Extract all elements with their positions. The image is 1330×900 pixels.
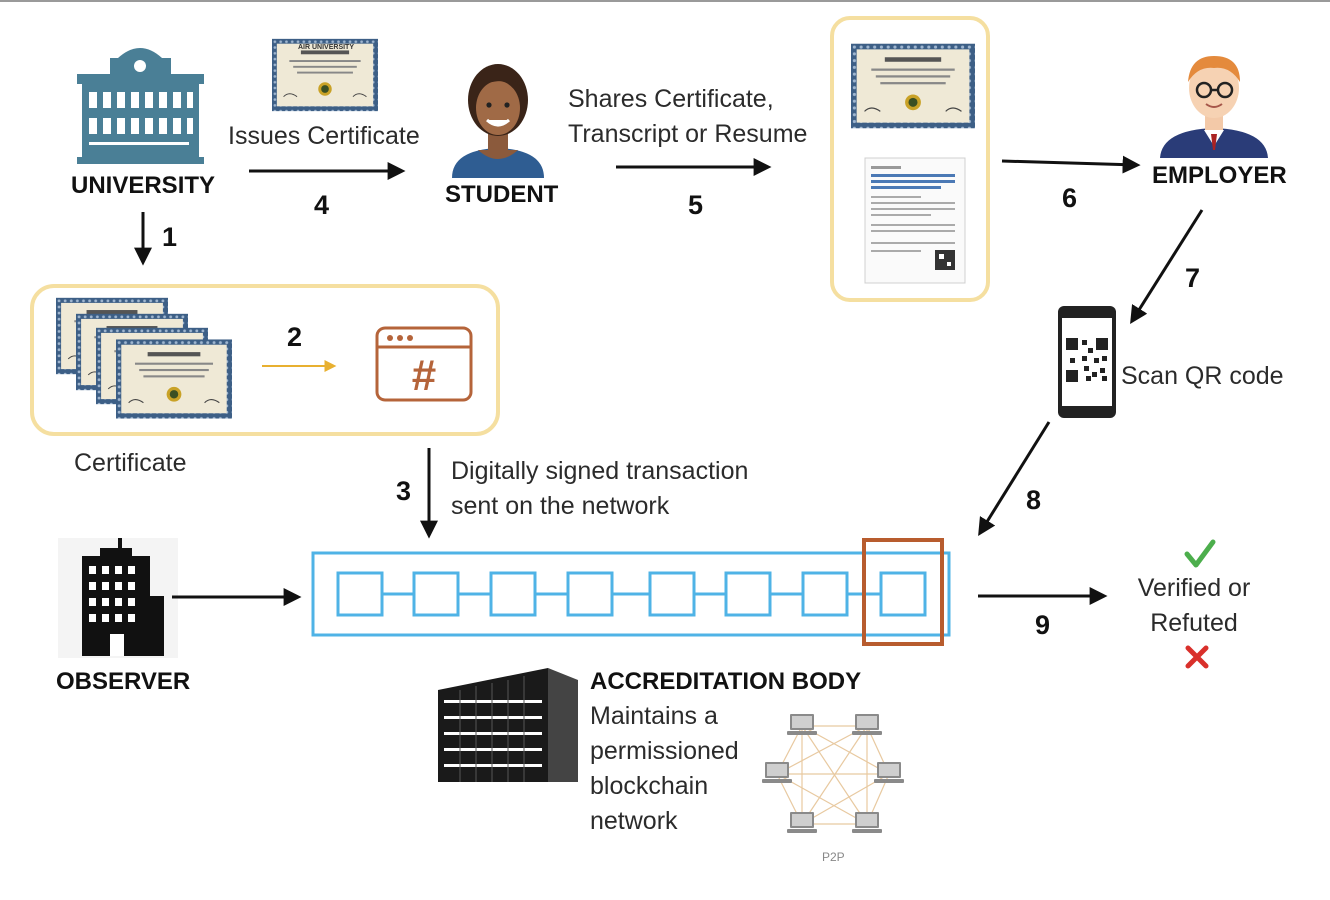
step-5: 5 (688, 190, 704, 220)
arrow-step-6 (1001, 155, 1141, 174)
shared-documents-group (830, 16, 990, 302)
employer-avatar-icon (1160, 56, 1268, 158)
arrow-step-7 (1130, 209, 1204, 325)
step-9: 9 (1035, 610, 1051, 640)
verified-refuted-label: Verified or Refuted (1137, 574, 1251, 637)
top-border (0, 0, 1330, 2)
university-label: UNIVERSITY (71, 172, 216, 199)
certificate-label: Certificate (74, 449, 187, 477)
accreditation-building-icon (438, 668, 578, 782)
certificate-university-name: AIR UNIVERSITY (298, 44, 355, 51)
p2p-network-icon (762, 714, 904, 833)
block-1 (336, 571, 384, 617)
step-8: 8 (1026, 485, 1042, 515)
arrow-step-8 (978, 421, 1051, 537)
transcript-document (864, 157, 966, 284)
step-1: 1 (162, 222, 178, 252)
step-6: 6 (1062, 183, 1078, 213)
step-2: 2 (287, 322, 303, 352)
cross-mark-icon (1185, 645, 1209, 669)
observer-label: OBSERVER (56, 668, 191, 695)
student-label: STUDENT (445, 181, 559, 208)
accreditation-description: Maintains a permissioned blockchain netw… (590, 702, 739, 835)
scan-qr-label: Scan QR code (1121, 362, 1284, 390)
selected-block-highlight (862, 538, 944, 646)
check-mark-icon (1184, 539, 1216, 568)
issues-certificate-label: Issues Certificate (228, 122, 420, 150)
block-6 (724, 571, 772, 617)
block-4 (566, 571, 614, 617)
student-avatar-icon (452, 64, 544, 178)
block-7 (801, 571, 849, 617)
block-3 (489, 571, 537, 617)
hash-window-icon (375, 326, 473, 402)
signed-transaction-label: Digitally signed transaction sent on the… (451, 457, 749, 520)
block-2 (412, 571, 460, 617)
p2p-caption: P2P (822, 850, 845, 864)
step-4: 4 (314, 190, 330, 220)
phone-qr-icon (1058, 306, 1116, 418)
shares-documents-label: Shares Certificate, Transcript or Resume (568, 85, 808, 148)
university-building-icon (77, 48, 204, 164)
blockchain-ledger (311, 538, 951, 646)
accreditation-title: ACCREDITATION BODY (590, 668, 862, 695)
step-7: 7 (1185, 263, 1201, 293)
block-5 (648, 571, 696, 617)
observer-building-icon (58, 538, 178, 658)
hash-symbol: # (411, 351, 437, 400)
certificate-hash-group (30, 284, 500, 436)
step-3: 3 (396, 476, 412, 506)
employer-label: EMPLOYER (1152, 162, 1287, 189)
block-8 (879, 571, 927, 617)
